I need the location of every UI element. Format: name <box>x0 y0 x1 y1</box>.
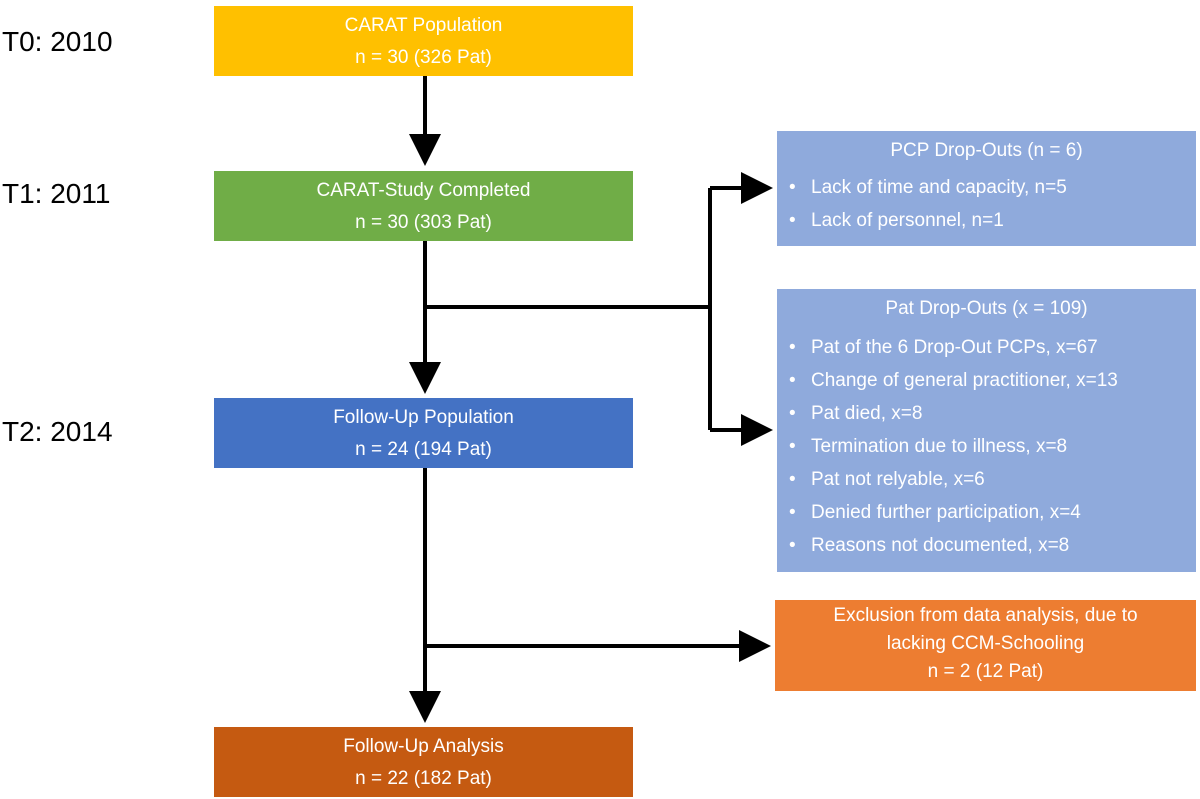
list-item: • Pat died, x=8 <box>789 397 1196 430</box>
bullet-icon: • <box>789 502 796 523</box>
bullet-icon: • <box>789 370 796 391</box>
list-item: • Reasons not documented, x=8 <box>789 529 1196 562</box>
list-item-text: Denied further participation, x=4 <box>811 502 1081 523</box>
box-study-completed: CARAT-Study Completed n = 30 (303 Pat) <box>214 171 633 241</box>
time-label-t1: T1: 2011 <box>2 178 111 209</box>
box-count: n = 22 (182 Pat) <box>355 768 492 789</box>
list-item-text: Lack of personnel, n=1 <box>811 210 1004 231</box>
box-count: n = 24 (194 Pat) <box>355 439 492 460</box>
box-follow-up-population: Follow-Up Population n = 24 (194 Pat) <box>214 398 633 468</box>
exclusion-title-line2: lacking CCM-Schooling <box>886 633 1085 654</box>
exclusion-count: n = 2 (12 Pat) <box>927 661 1044 682</box>
box-pat-dropouts: Pat Drop-Outs (x = 109) • Pat of the 6 Dr… <box>777 289 1196 572</box>
box-count: n = 30 (326 Pat) <box>355 47 492 68</box>
bullet-icon: • <box>789 469 796 490</box>
list-item-text: Pat died, x=8 <box>811 403 923 424</box>
list-item: • Pat not relyable, x=6 <box>789 463 1196 496</box>
list-item: • Lack of personnel, n=1 <box>789 204 1196 237</box>
list-item: • Lack of time and capacity, n=5 <box>789 171 1196 204</box>
box-count: n = 30 (303 Pat) <box>355 212 492 233</box>
bullet-icon: • <box>789 177 796 198</box>
list-item-text: Reasons not documented, x=8 <box>811 535 1070 556</box>
bullet-icon: • <box>789 210 796 231</box>
box-title: Follow-Up Population <box>333 407 514 428</box>
box-title: CARAT Population <box>344 15 503 36</box>
list-item: • Pat of the 6 Drop-Out PCPs, x=67 <box>789 331 1196 364</box>
box-pcp-dropouts: PCP Drop-Outs (n = 6) • Lack of time and … <box>777 131 1196 246</box>
time-label-t0: T0: 2010 <box>2 26 113 57</box>
bullet-icon: • <box>789 436 796 457</box>
list-item: • Termination due to illness, x=8 <box>789 430 1196 463</box>
bullet-icon: • <box>789 337 796 358</box>
list-item: • Denied further participation, x=4 <box>789 496 1196 529</box>
bullet-icon: • <box>789 535 796 556</box>
box-exclusion: Exclusion from data analysis, due to lac… <box>775 600 1196 691</box>
list-item: • Change of general practitioner, x=13 <box>789 364 1196 397</box>
list-item-text: Lack of time and capacity, n=5 <box>811 177 1067 198</box>
list-item-text: Pat of the 6 Drop-Out PCPs, x=67 <box>811 337 1098 358</box>
exclusion-title-line1: Exclusion from data analysis, due to <box>833 605 1138 626</box>
pcp-dropouts-list: • Lack of time and capacity, n=5 • Lack of… <box>777 171 1196 237</box>
list-item-text: Pat not relyable, x=6 <box>811 469 985 490</box>
box-title: CARAT-Study Completed <box>316 180 531 201</box>
pat-dropouts-title: Pat Drop-Outs (x = 109) <box>885 298 1088 319</box>
bullet-icon: • <box>789 403 796 424</box>
box-title: Follow-Up Analysis <box>343 736 504 757</box>
time-label-t2: T2: 2014 <box>2 416 113 447</box>
list-item-text: Termination due to illness, x=8 <box>811 436 1068 457</box>
list-item-text: Change of general practitioner, x=13 <box>811 370 1118 391</box>
pat-dropouts-list: • Pat of the 6 Drop-Out PCPs, x=67 • Chang… <box>777 331 1196 562</box>
box-carat-population: CARAT Population n = 30 (326 Pat) <box>214 6 633 76</box>
box-follow-up-analysis: Follow-Up Analysis n = 22 (182 Pat) <box>214 727 633 797</box>
pcp-dropouts-title: PCP Drop-Outs (n = 6) <box>890 140 1083 161</box>
